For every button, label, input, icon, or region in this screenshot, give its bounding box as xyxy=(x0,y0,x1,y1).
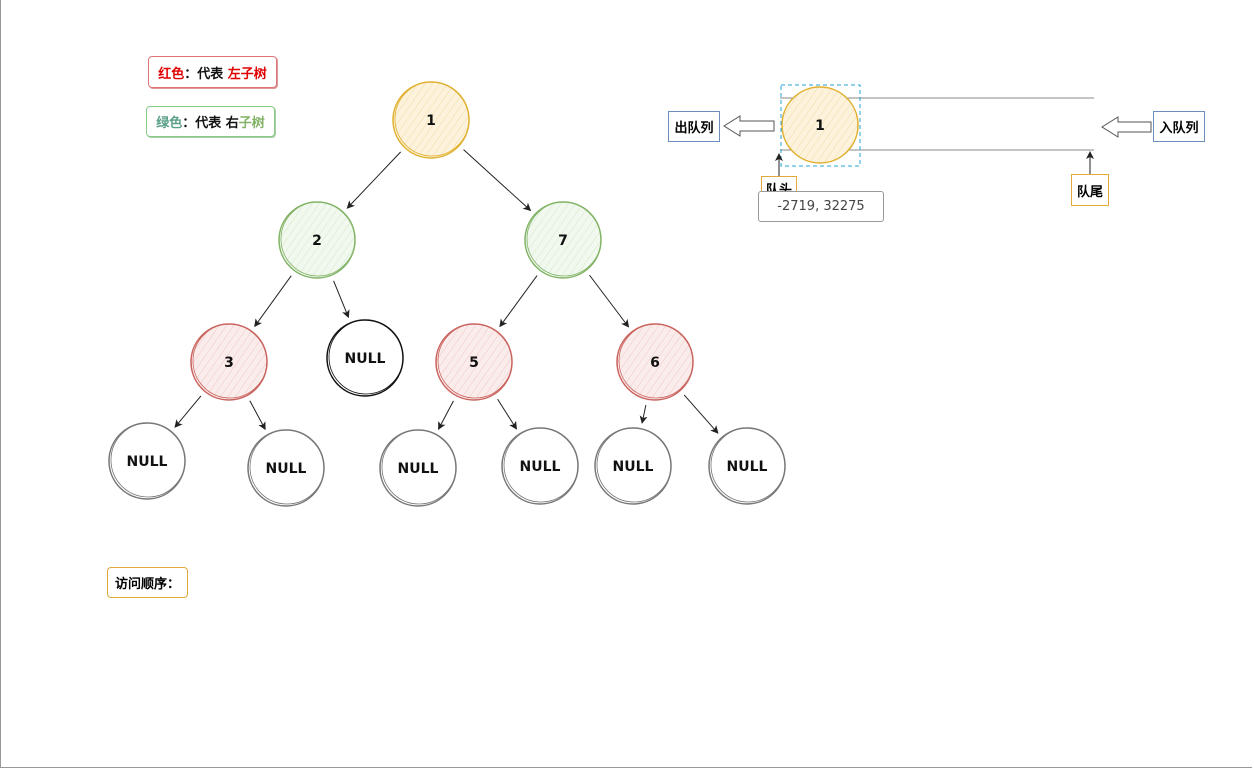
legend-left-subtree[interactable]: 红色 ：代表 左子树 xyxy=(148,56,277,88)
tree-node-label: 5 xyxy=(469,355,479,371)
queue-structure: 1 xyxy=(723,84,1152,176)
tree-node-label: NULL xyxy=(613,459,654,475)
tree-node-nnull_a[interactable]: NULL xyxy=(326,319,404,397)
legend-red-prefix: 红色 xyxy=(158,66,185,82)
tree-edge-n7-n5 xyxy=(499,275,538,328)
tree-node-n1[interactable]: 1 xyxy=(392,81,470,159)
tree-node-label: NULL xyxy=(727,459,768,475)
tree-node-label: NULL xyxy=(398,461,439,477)
tree-node-nnull_2[interactable]: NULL xyxy=(247,429,325,507)
tree-node-n5[interactable]: 5 xyxy=(435,323,513,401)
legend-red-suffix: 左子树 xyxy=(227,66,267,82)
coordinate-tooltip: -2719, 32275 xyxy=(758,191,884,222)
tree-node-label: 3 xyxy=(224,355,234,371)
queue-item-label: 1 xyxy=(815,118,825,134)
tree-node-n2[interactable]: 2 xyxy=(278,201,356,279)
tree-edge-n5-nnull_4 xyxy=(497,398,517,430)
tree-node-nnull_6[interactable]: NULL xyxy=(708,427,786,505)
tree-edge-n3-nnull_2 xyxy=(249,400,266,431)
tree-node-nnull_5[interactable]: NULL xyxy=(594,427,672,505)
tree-node-sketch-stroke xyxy=(618,323,694,399)
queue-head-label[interactable]: 队头 xyxy=(761,176,797,194)
enqueue-arrow-icon xyxy=(1101,116,1152,138)
tree-node-label: NULL xyxy=(266,461,307,477)
enqueue-label[interactable]: 入队列 xyxy=(1153,111,1205,142)
tree-edge-n3-nnull_1 xyxy=(174,395,202,428)
tree-node-sketch-stroke xyxy=(394,81,470,157)
tree-node-n6[interactable]: 6 xyxy=(616,323,694,401)
tree-edge-n2-nnull_a xyxy=(333,280,350,319)
tree-node-nnull_1[interactable]: NULL xyxy=(108,422,186,500)
tree-node-sketch-stroke xyxy=(110,422,186,498)
legend-right-subtree[interactable]: 绿色 ：代表 右 子树 xyxy=(146,106,275,137)
tree-node-label: 7 xyxy=(558,233,568,249)
tree-node-label: 1 xyxy=(426,113,436,129)
dequeue-arrow-icon xyxy=(723,115,775,137)
tree-node-label: NULL xyxy=(520,459,561,475)
tree-edge-n6-nnull_6 xyxy=(683,394,719,434)
queue-tail-label[interactable]: 队尾 xyxy=(1071,174,1109,206)
tree-edge-n5-nnull_3 xyxy=(438,400,454,430)
tree-edge-n1-n7 xyxy=(463,149,532,212)
tree-node-nnull_3[interactable]: NULL xyxy=(379,429,457,507)
tree-node-label: 6 xyxy=(650,355,660,371)
tree-edge-n1-n2 xyxy=(346,151,402,209)
tree-node-label: 2 xyxy=(312,233,322,249)
tree-node-label: NULL xyxy=(345,351,386,367)
queue-item-node[interactable] xyxy=(781,86,859,164)
legend-red-mid: ：代表 xyxy=(184,66,228,82)
legend-green-suffix: 子树 xyxy=(238,116,265,131)
tree-node-sketch-stroke xyxy=(280,201,356,277)
tree-node-nnull_4[interactable]: NULL xyxy=(501,427,579,505)
tree-edge-n2-n3 xyxy=(254,275,292,328)
tree-node-sketch-stroke xyxy=(328,319,404,395)
tree-node-sketch-stroke xyxy=(249,429,325,505)
visit-order-label[interactable]: 访问顺序： xyxy=(107,567,188,598)
tree-node-sketch-stroke xyxy=(381,429,457,505)
selection-box xyxy=(780,84,861,167)
tree-node-n7[interactable]: 7 xyxy=(524,201,602,279)
legend-green-mid: ：代表 右 xyxy=(182,116,239,131)
tree-node-sketch-stroke xyxy=(192,323,268,399)
tree-edge-n7-n6 xyxy=(589,274,630,328)
dequeue-label[interactable]: 出队列 xyxy=(668,111,720,142)
legend-green-prefix: 绿色 xyxy=(156,116,183,131)
tree-node-sketch-stroke xyxy=(596,427,672,503)
tree-node-sketch-stroke xyxy=(503,427,579,503)
tree-node-sketch-stroke xyxy=(526,201,602,277)
tree-edge-n6-nnull_5 xyxy=(639,404,648,424)
tree-edges xyxy=(174,149,719,434)
tree-node-sketch-stroke xyxy=(437,323,513,399)
tree-node-n3[interactable]: 3 xyxy=(190,323,268,401)
tree-node-sketch-stroke xyxy=(710,427,786,503)
tree-node-label: NULL xyxy=(127,454,168,470)
